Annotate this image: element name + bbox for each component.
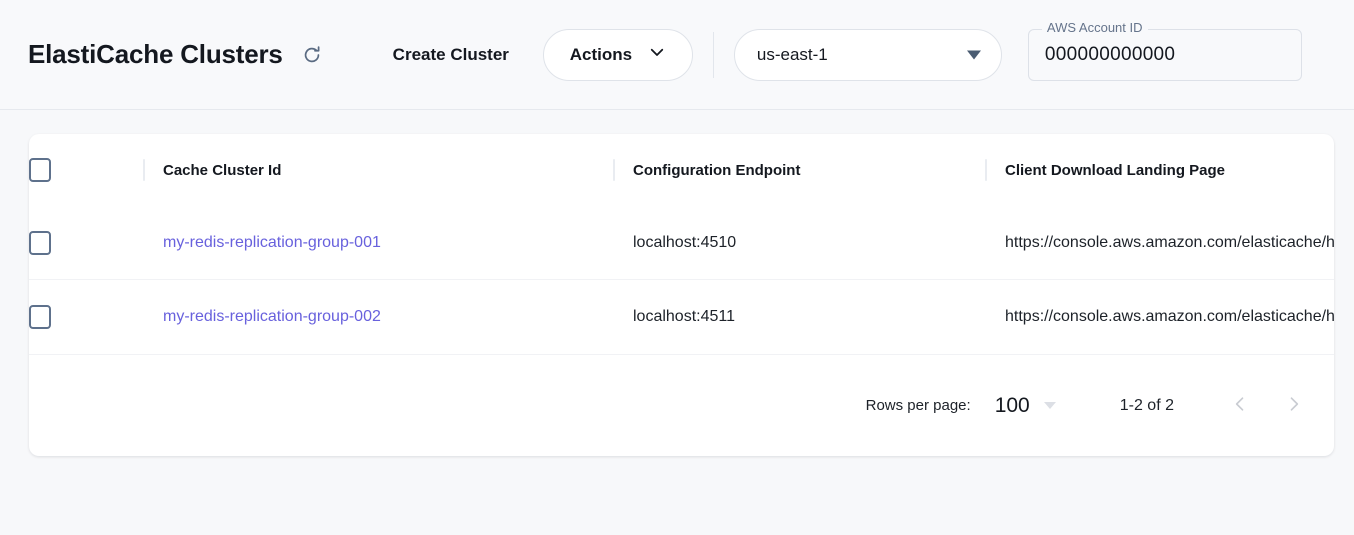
- next-page-button[interactable]: [1280, 392, 1308, 420]
- table-row[interactable]: my-redis-replication-group-001 localhost…: [29, 206, 1334, 280]
- pagination-controls: [1226, 392, 1308, 420]
- region-select-value: us-east-1: [756, 44, 828, 64]
- aws-account-id-value: 000000000000: [1044, 43, 1176, 65]
- row-checkbox[interactable]: [29, 304, 51, 329]
- column-header-endpoint-label: Configuration Endpoint: [613, 162, 985, 179]
- select-all-cell: [29, 134, 143, 206]
- cell-cluster-id: my-redis-replication-group-002: [143, 279, 613, 353]
- landing-page-value: https://console.aws.amazon.com/elasticac…: [1005, 307, 1334, 325]
- create-cluster-button[interactable]: Create Cluster: [392, 44, 509, 64]
- table-pagination: Rows per page: 100 1-2 of 2: [29, 354, 1334, 456]
- endpoint-value: localhost:4510: [633, 233, 737, 251]
- row-checkbox[interactable]: [29, 230, 51, 255]
- endpoint-value: localhost:4511: [633, 307, 735, 325]
- row-select-cell: [29, 206, 143, 280]
- rows-per-page-label: Rows per page:: [865, 397, 971, 414]
- rows-per-page-value: 100: [994, 393, 1030, 417]
- app-header: ElastiCache Clusters Create Cluster Acti…: [0, 0, 1354, 110]
- column-header-endpoint[interactable]: Configuration Endpoint: [613, 134, 985, 206]
- actions-button-label: Actions: [569, 44, 633, 64]
- region-select[interactable]: us-east-1: [733, 28, 1002, 81]
- chevron-right-icon: [1284, 394, 1304, 417]
- chevron-left-icon: [1230, 394, 1250, 417]
- caret-down-icon: [966, 50, 981, 59]
- cell-endpoint: localhost:4511: [613, 279, 985, 353]
- refresh-button[interactable]: [297, 40, 327, 70]
- rows-per-page-select[interactable]: 100: [995, 394, 1056, 418]
- column-header-cluster-id[interactable]: Cache Cluster Id: [143, 134, 613, 206]
- aws-account-id-field[interactable]: AWS Account ID 000000000000: [1027, 20, 1302, 81]
- header-divider: [712, 31, 714, 78]
- clusters-table: Cache Cluster Id Configuration Endpoint …: [29, 134, 1334, 353]
- column-header-landing-page-label: Client Download Landing Page: [985, 162, 1334, 179]
- actions-button[interactable]: Actions: [542, 28, 693, 81]
- table-header-row: Cache Cluster Id Configuration Endpoint …: [29, 134, 1334, 206]
- table-body: my-redis-replication-group-001 localhost…: [29, 206, 1334, 353]
- pagination-range: 1-2 of 2: [1119, 396, 1174, 414]
- cell-landing-page: https://console.aws.amazon.com/elasticac…: [985, 206, 1334, 280]
- column-header-cluster-id-label: Cache Cluster Id: [143, 162, 613, 179]
- table-row[interactable]: my-redis-replication-group-002 localhost…: [29, 279, 1334, 353]
- cell-endpoint: localhost:4510: [613, 206, 985, 280]
- cell-landing-page: https://console.aws.amazon.com/elasticac…: [985, 279, 1334, 353]
- aws-account-id-label: AWS Account ID: [1041, 20, 1148, 34]
- clusters-table-card: Cache Cluster Id Configuration Endpoint …: [29, 134, 1334, 456]
- column-header-landing-page[interactable]: Client Download Landing Page: [985, 134, 1334, 206]
- page-title: ElastiCache Clusters: [28, 39, 283, 69]
- chevron-down-icon: [648, 43, 666, 66]
- previous-page-button[interactable]: [1226, 392, 1254, 420]
- cluster-id-link[interactable]: my-redis-replication-group-002: [163, 307, 381, 325]
- caret-down-icon: [1043, 402, 1056, 409]
- select-all-checkbox[interactable]: [29, 158, 51, 182]
- cluster-id-link[interactable]: my-redis-replication-group-001: [163, 233, 381, 251]
- cell-cluster-id: my-redis-replication-group-001: [143, 206, 613, 280]
- refresh-icon: [301, 44, 323, 66]
- landing-page-value: https://console.aws.amazon.com/elasticac…: [1005, 233, 1334, 251]
- row-select-cell: [29, 279, 143, 353]
- table-head: Cache Cluster Id Configuration Endpoint …: [29, 134, 1334, 206]
